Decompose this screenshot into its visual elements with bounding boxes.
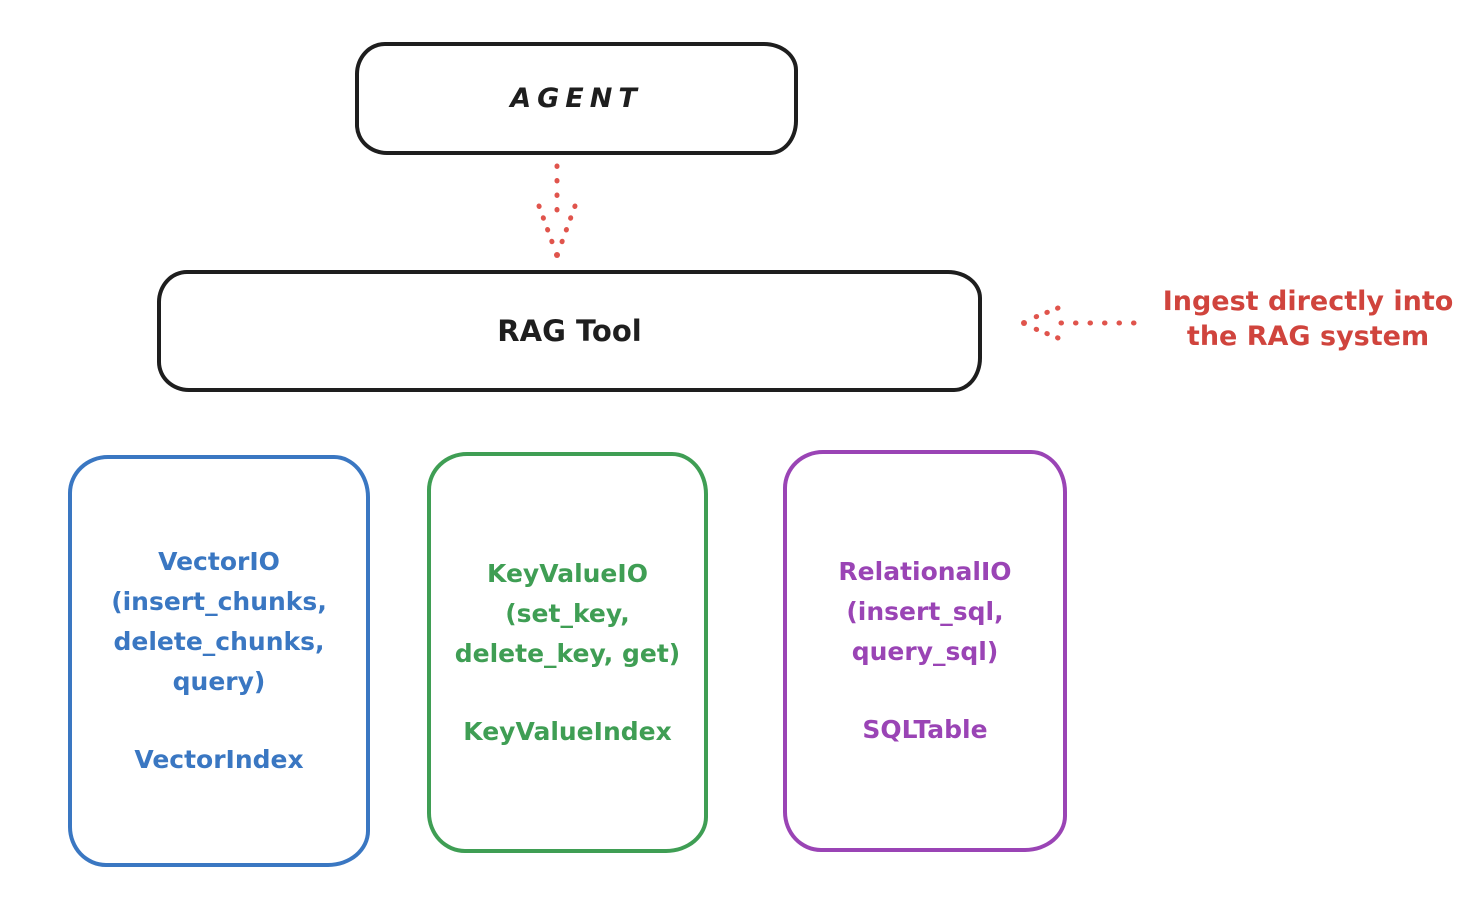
- keyvalue-io-title-line: (set_key,: [505, 598, 630, 628]
- vector-index-label: VectorIndex: [134, 745, 304, 774]
- agent-to-ragtool-arrow-icon: [536, 163, 578, 258]
- vector-io-title-line: delete_chunks,: [113, 627, 325, 656]
- keyvalue-io-title-line: KeyValueIO: [487, 558, 648, 588]
- ingest-annotation-arrow-icon: [1021, 305, 1137, 341]
- keyvalue-io-title: KeyValueIO (set_key, delete_key, get): [455, 554, 680, 674]
- ingest-annotation-line2: the RAG system: [1186, 321, 1430, 353]
- agent-label: AGENT: [510, 83, 643, 114]
- vector-io-title: VectorIO (insert_chunks, delete_chunks, …: [111, 542, 327, 702]
- vector-io-title-line: query): [172, 667, 266, 696]
- relational-io-node: RelationalIO (insert_sql, query_sql) SQL…: [783, 450, 1067, 852]
- ingest-annotation: Ingest directly into the RAG system: [1138, 284, 1478, 354]
- keyvalue-io-node: KeyValueIO (set_key, delete_key, get) Ke…: [427, 452, 708, 853]
- vector-io-node: VectorIO (insert_chunks, delete_chunks, …: [68, 455, 370, 867]
- vector-io-title-line: (insert_chunks,: [111, 587, 327, 616]
- rag-tool-node: RAG Tool: [157, 270, 982, 392]
- relational-io-title-line: RelationalIO: [838, 557, 1012, 586]
- vector-io-title-line: VectorIO: [158, 547, 280, 576]
- keyvalue-io-title-line: delete_key, get): [454, 638, 681, 668]
- rag-tool-label: RAG Tool: [497, 314, 642, 348]
- relational-io-title-line: query_sql): [851, 637, 999, 666]
- sql-table-label: SQLTable: [862, 715, 988, 744]
- relational-io-title: RelationalIO (insert_sql, query_sql): [838, 552, 1011, 672]
- relational-io-title-line: (insert_sql,: [846, 597, 1004, 626]
- keyvalue-index-label: KeyValueIndex: [463, 716, 672, 746]
- agent-node: AGENT: [355, 42, 798, 155]
- ingest-annotation-line1: Ingest directly into: [1162, 286, 1454, 317]
